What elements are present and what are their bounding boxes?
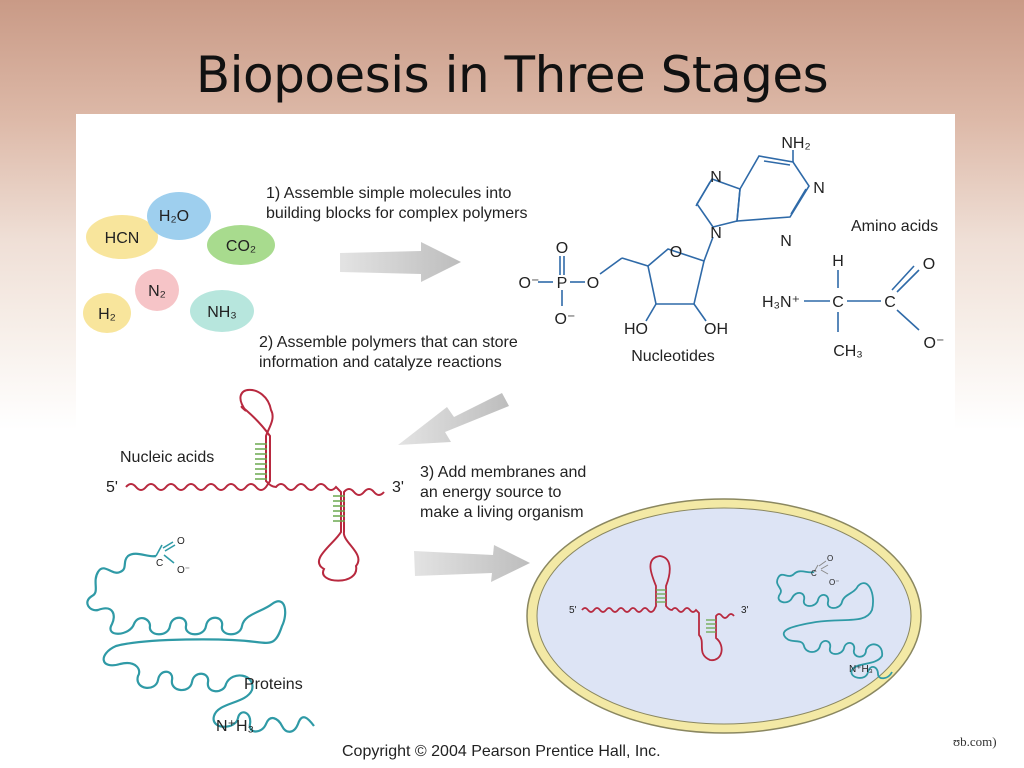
h2o-label: H₂O xyxy=(159,208,189,225)
cell-nucleic-acid: 5' 3' xyxy=(569,555,749,661)
h2-molecule: H₂ xyxy=(83,293,131,333)
stage2-caption-line1: 2) Assemble polymers that can store xyxy=(259,334,518,351)
hydroxyl-oh: OH xyxy=(704,321,728,338)
protein-carboxyl-o: O xyxy=(177,536,185,547)
nucleotide-atoms: O O⁻ P O O⁻ O HO OH NH₂ N N N N Nucleoti… xyxy=(519,135,825,365)
biopoesis-figure: HCN H₂O CO₂ N₂ H₂ NH₃ 1) Assemble simple… xyxy=(76,114,955,768)
carboxyl-o-minus: O⁻ xyxy=(924,335,945,352)
base-n-4: N xyxy=(780,233,792,250)
phosphate-o-minus-bottom: O⁻ xyxy=(555,311,576,328)
amino-acids-label: Amino acids xyxy=(851,218,938,235)
cell-three-prime: 3' xyxy=(741,605,749,616)
nh3-label: NH₃ xyxy=(207,304,237,321)
alpha-hydrogen: H xyxy=(832,253,844,270)
phosphate-o-top: O xyxy=(556,240,568,257)
figure-canvas: HCN H₂O CO₂ N₂ H₂ NH₃ 1) Assemble simple… xyxy=(83,135,944,735)
nucleic-acid-large: Nucleic acids 5' 3' xyxy=(106,388,404,582)
cell-interior xyxy=(536,507,912,725)
h2-label: H₂ xyxy=(98,306,116,323)
stage1-caption-line2: building blocks for complex polymers xyxy=(266,205,527,222)
five-prime-label: 5' xyxy=(106,479,118,496)
cell-protein: C O O⁻ N⁺H₃ xyxy=(776,554,893,680)
stage3-caption-line3: make a living organism xyxy=(420,504,584,521)
nucleic-hairpin-bonds-top xyxy=(255,443,267,480)
protein-n-terminus: N⁺H₃ xyxy=(216,718,254,735)
phosphorus: P xyxy=(557,275,568,292)
carboxyl-carbon: C xyxy=(884,294,896,311)
amino-acid-structure xyxy=(804,265,920,332)
url-fragment: ʊb.com) xyxy=(953,734,997,749)
stage2-caption-line2: information and catalyze reactions xyxy=(259,354,502,371)
base-n-1: N xyxy=(710,169,722,186)
n2-label: N₂ xyxy=(148,283,166,300)
stage1-arrow xyxy=(340,242,461,282)
protein-carboxyl-o-minus: O⁻ xyxy=(177,565,190,576)
simple-molecules-group: HCN H₂O CO₂ N₂ H₂ NH₃ xyxy=(83,192,275,333)
alpha-carbon: C xyxy=(832,294,844,311)
phosphate-o-right: O xyxy=(587,275,599,292)
stage2-arrow xyxy=(398,393,509,445)
cell-protein-n-terminus: N⁺H₃ xyxy=(849,664,873,675)
phosphate-o-minus-left: O⁻ xyxy=(519,275,540,292)
proteins-label: Proteins xyxy=(244,676,303,693)
base-n-3: N xyxy=(710,225,722,242)
nh3-molecule: NH₃ xyxy=(190,290,254,332)
ring-oxygen: O xyxy=(670,244,682,261)
nucleic-hairpin-bonds-bottom xyxy=(333,495,345,522)
stage1-caption-line1: 1) Assemble simple molecules into xyxy=(266,185,512,202)
carboxyl-o: O xyxy=(923,256,935,273)
protein-large: C O O⁻ Proteins N⁺H₃ xyxy=(86,536,315,735)
nucleotide-structure xyxy=(538,150,810,322)
co2-molecule: CO₂ xyxy=(207,225,275,265)
co2-label: CO₂ xyxy=(226,238,256,255)
amino-acid-atoms: Amino acids H O H₃N⁺ C C CH₃ O⁻ xyxy=(762,218,944,360)
hcn-label: HCN xyxy=(105,230,140,247)
cell-five-prime: 5' xyxy=(569,605,577,616)
amine-nh2: NH₂ xyxy=(781,135,810,152)
three-prime-label: 3' xyxy=(392,479,404,496)
hydroxyl-ho: HO xyxy=(624,321,648,338)
nucleotides-label: Nucleotides xyxy=(631,348,715,365)
nucleic-acids-label: Nucleic acids xyxy=(120,449,214,466)
n2-molecule: N₂ xyxy=(135,269,179,311)
cell-protein-o: O xyxy=(827,554,833,563)
copyright-notice: Copyright © 2004 Pearson Prentice Hall, … xyxy=(342,743,661,760)
cell-protein-carbon: C xyxy=(811,569,817,578)
stage3-arrow xyxy=(414,545,530,582)
cell-protein-o-minus: O⁻ xyxy=(829,578,839,587)
hcn-molecule: HCN xyxy=(86,215,158,259)
stage3-caption-line2: an energy source to xyxy=(420,484,562,501)
base-n-2: N xyxy=(813,180,825,197)
protein-carboxyl-carbon: C xyxy=(156,558,163,569)
methyl-group: CH₃ xyxy=(833,343,863,360)
h2o-molecule: H₂O xyxy=(147,192,211,240)
protocell: 5' 3' C O O⁻ N⁺H₃ xyxy=(526,498,922,734)
stage3-caption-line1: 3) Add membranes and xyxy=(420,464,586,481)
slide-title: Biopoesis in Three Stages xyxy=(195,46,829,104)
amino-group: H₃N⁺ xyxy=(762,294,800,311)
